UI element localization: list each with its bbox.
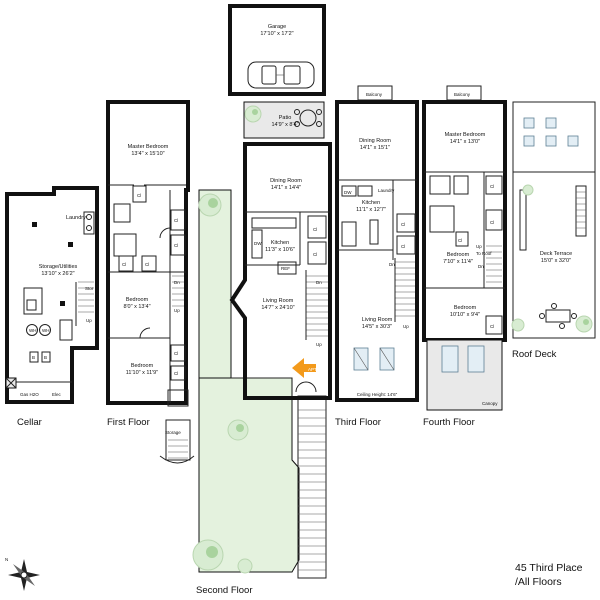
fourth-closet-1: Cl — [490, 184, 494, 189]
fourth-floor-plan — [422, 85, 507, 411]
bedroom4b-name: Bedroom — [454, 305, 477, 311]
laundry-cellar-label: Laundry — [66, 215, 86, 221]
second-closet-1: Cl — [313, 227, 317, 232]
third-closet-2: Cl — [401, 244, 405, 249]
patio-size: 14'9" x 8'4" — [271, 122, 298, 128]
balcony3-label: Balcony — [366, 92, 383, 97]
bedroom4a-name: Bedroom — [447, 252, 470, 258]
water-heater-2: WH — [42, 328, 50, 333]
fourth-closet-3: Cl — [458, 238, 462, 243]
dining3-name: Dining Room — [359, 138, 391, 144]
fourth-up-label: Up — [476, 244, 482, 249]
cellar-up-label: Up — [86, 318, 92, 323]
first-floor-plan — [106, 100, 195, 464]
first-dn-label: Dn — [174, 280, 180, 285]
kitchen2-size: 11'3" x 10'6" — [265, 247, 295, 253]
second-dn-label: Dn — [316, 280, 322, 285]
third-up-label: Up — [403, 324, 409, 329]
deck-name: Deck Terrace — [540, 251, 572, 257]
caption-address: 45 Third Place — [515, 562, 583, 574]
plants-decor — [192, 105, 593, 574]
third-closet-1: Cl — [401, 222, 405, 227]
floor-label-third: Third Floor — [335, 417, 381, 428]
balcony4-label: Balcony — [454, 92, 471, 97]
floor-label-first: First Floor — [107, 417, 150, 428]
ref-label: REF — [281, 266, 290, 271]
floor-label-second: Second Floor — [196, 585, 253, 596]
storage-ext-label: Storage — [165, 430, 181, 435]
bedroom4b-size: 10'10" x 9'4" — [450, 312, 480, 318]
first-closet-5: Cl — [122, 262, 126, 267]
bedroom1a-name: Bedroom — [126, 297, 149, 303]
fourth-closet-2: Cl — [490, 220, 494, 225]
kitchen2-name: Kitchen — [271, 240, 289, 246]
first-closet-6: Cl — [174, 351, 178, 356]
third-floor-plan — [335, 85, 419, 402]
elec-label: Elec — [52, 392, 62, 397]
bedroom4a-size: 7'10" x 11'4" — [443, 259, 473, 265]
floor-label-cellar: Cellar — [17, 417, 42, 428]
living3-name: Living Room — [362, 317, 393, 323]
stor-label: Stor — [85, 286, 94, 291]
floor-label-fourth: Fourth Floor — [423, 417, 475, 428]
deck-size: 15'0" x 32'0" — [541, 258, 571, 264]
boiler-2: B — [44, 355, 47, 360]
second-up-label: Up — [316, 342, 322, 347]
second-closet-2: Cl — [313, 252, 317, 257]
ceiling-height-label: Ceiling Height: 14'6" — [357, 392, 398, 397]
kitchen3-size: 11'1" x 12'7" — [356, 207, 386, 213]
entrance-arrow-icon — [292, 358, 316, 378]
patio-name: Patio — [279, 115, 292, 121]
third-dn-label: Dn — [389, 262, 395, 267]
to-roof-label: To Roof — [476, 251, 492, 256]
first-closet-4: Cl — [145, 262, 149, 267]
floor-label-roof: Roof Deck — [512, 349, 557, 360]
living3-size: 14'5" x 30'3" — [362, 324, 392, 330]
compass-icon: N — [5, 557, 40, 591]
boiler-1: B — [32, 355, 35, 360]
canopy-label: Canopy — [482, 401, 498, 406]
master4-name: Master Bedroom — [445, 132, 486, 138]
first-closet-3: Cl — [174, 243, 178, 248]
first-closet-1: Cl — [137, 193, 141, 198]
storage-cellar-size: 13'10" x 26'2" — [41, 271, 74, 277]
master4-size: 14'1" x 13'0" — [450, 139, 480, 145]
garage-name: Garage — [268, 24, 286, 30]
living2-name: Living Room — [263, 298, 294, 304]
kitchen3-name: Kitchen — [362, 200, 380, 206]
fourth-closet-4: Cl — [490, 324, 494, 329]
bedroom1a-size: 8'0" x 13'4" — [123, 304, 150, 310]
first-up-label: Up — [174, 308, 180, 313]
dining2-size: 14'1" x 14'4" — [271, 185, 301, 191]
garage-size: 17'10" x 17'2" — [260, 31, 293, 37]
dining2-name: Dining Room — [270, 178, 302, 184]
dining3-size: 14'1" x 15'1" — [360, 145, 390, 151]
apt-label: APT 2 — [308, 367, 321, 372]
svg-text:N: N — [5, 557, 8, 562]
dw-label-2: DW — [254, 241, 262, 246]
fourth-dn-label: Dn — [478, 264, 484, 269]
master1-size: 13'4" x 15'10" — [131, 151, 164, 157]
first-closet-7: Cl — [174, 371, 178, 376]
car-icon — [247, 61, 315, 89]
living2-size: 14'7" x 24'10" — [261, 305, 294, 311]
cellar-plan — [5, 186, 99, 404]
bedroom1b-name: Bedroom — [131, 363, 154, 369]
water-heater-1: WH — [29, 328, 37, 333]
storage-cellar-name: Storage/Utilities — [39, 264, 78, 270]
roof-deck-plan — [512, 101, 596, 339]
first-closet-2: Cl — [174, 218, 178, 223]
dw-label-3: DW — [344, 190, 352, 195]
caption-subtitle: /All Floors — [515, 576, 562, 588]
second-floor-plan — [198, 4, 332, 579]
master1-name: Master Bedroom — [128, 144, 169, 150]
gas-label: Gas H2O — [20, 392, 39, 397]
laundry3-label: Laundry — [378, 188, 395, 193]
bedroom1b-size: 11'10" x 11'9" — [126, 370, 158, 376]
